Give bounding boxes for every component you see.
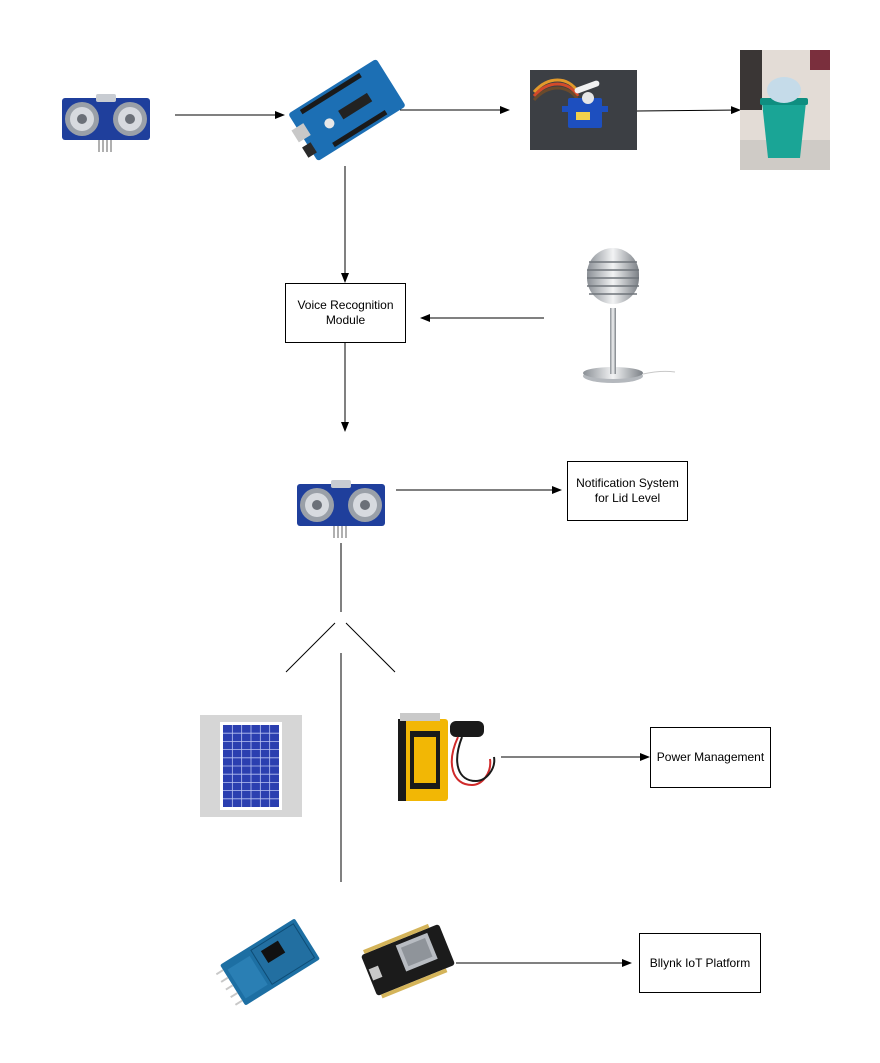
branch-left bbox=[285, 622, 336, 673]
microphone-icon bbox=[583, 248, 676, 383]
nodemcu-board-icon bbox=[361, 923, 455, 999]
servo-motor-icon bbox=[530, 70, 637, 150]
dustbin-photo-icon bbox=[740, 50, 830, 170]
solar-panel-icon bbox=[200, 715, 302, 817]
battery-9v-icon bbox=[398, 713, 496, 801]
bluetooth-module-icon bbox=[215, 919, 320, 1006]
ultrasonic-sensor-icon bbox=[297, 480, 385, 538]
branch-right bbox=[345, 622, 396, 673]
voice-recognition-box: Voice Recognition Module bbox=[285, 283, 406, 343]
connectors bbox=[175, 106, 741, 967]
power-management-label: Power Management bbox=[656, 750, 765, 764]
notification-system-box: Notification System for Lid Level bbox=[567, 461, 688, 521]
blynk-platform-box: Bllynk IoT Platform bbox=[639, 933, 761, 993]
power-management-box: Power Management bbox=[650, 727, 771, 788]
arduino-board-icon bbox=[289, 59, 405, 161]
blynk-platform-label: Bllynk IoT Platform bbox=[649, 955, 751, 970]
notification-system-label: Notification System for Lid Level bbox=[576, 476, 679, 505]
ultrasonic-sensor-icon bbox=[62, 94, 150, 152]
arrow-servo-to-dustbin bbox=[636, 106, 741, 115]
voice-recognition-label: Voice Recognition Module bbox=[297, 298, 394, 327]
